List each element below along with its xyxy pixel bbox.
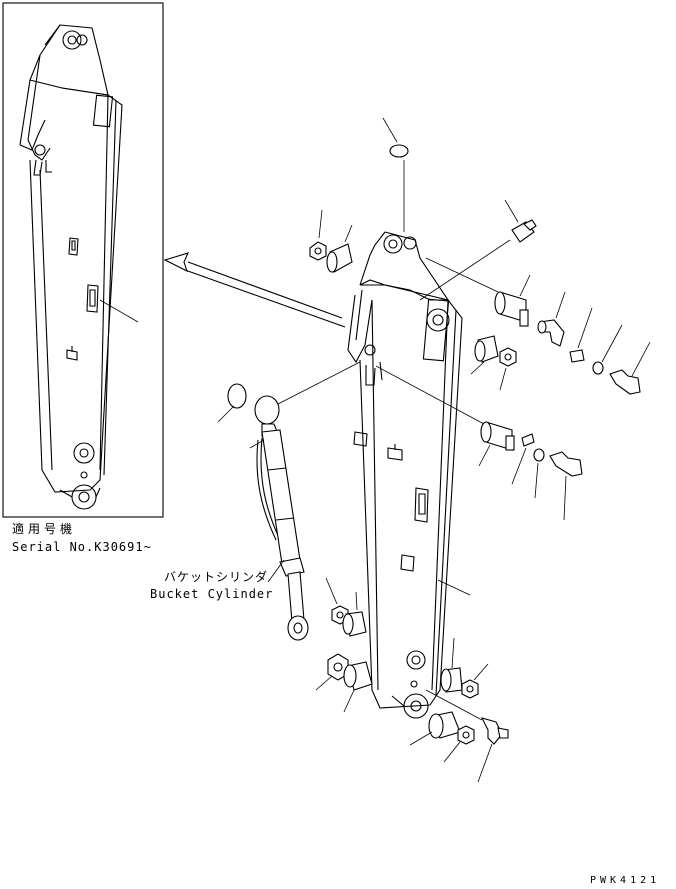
upper-pin-parts bbox=[309, 117, 651, 395]
bucket-cylinder-label-jp: バケットシリンダ bbox=[164, 569, 268, 584]
middle-pin-parts bbox=[375, 365, 583, 521]
inset-pointer-arrow bbox=[163, 252, 346, 328]
inset-arm bbox=[19, 24, 139, 510]
arm-assembly bbox=[347, 231, 471, 719]
inset-panel: 適用号機 Serial No.K30691~ bbox=[2, 2, 164, 554]
grease-fitting-lower bbox=[480, 717, 503, 745]
bucket-cylinder-drawing bbox=[217, 361, 361, 641]
shim-top bbox=[389, 144, 409, 158]
serial-label: Serial No.K30691~ bbox=[12, 540, 152, 554]
applicability-label: 適用号機 bbox=[12, 521, 76, 536]
drawing-code: PWK4121 bbox=[590, 875, 660, 886]
lower-pin-parts bbox=[315, 577, 509, 783]
bucket-cylinder-label-en: Bucket Cylinder bbox=[150, 587, 273, 601]
bucket-cylinder-callout: バケットシリンダ Bucket Cylinder bbox=[150, 559, 285, 601]
